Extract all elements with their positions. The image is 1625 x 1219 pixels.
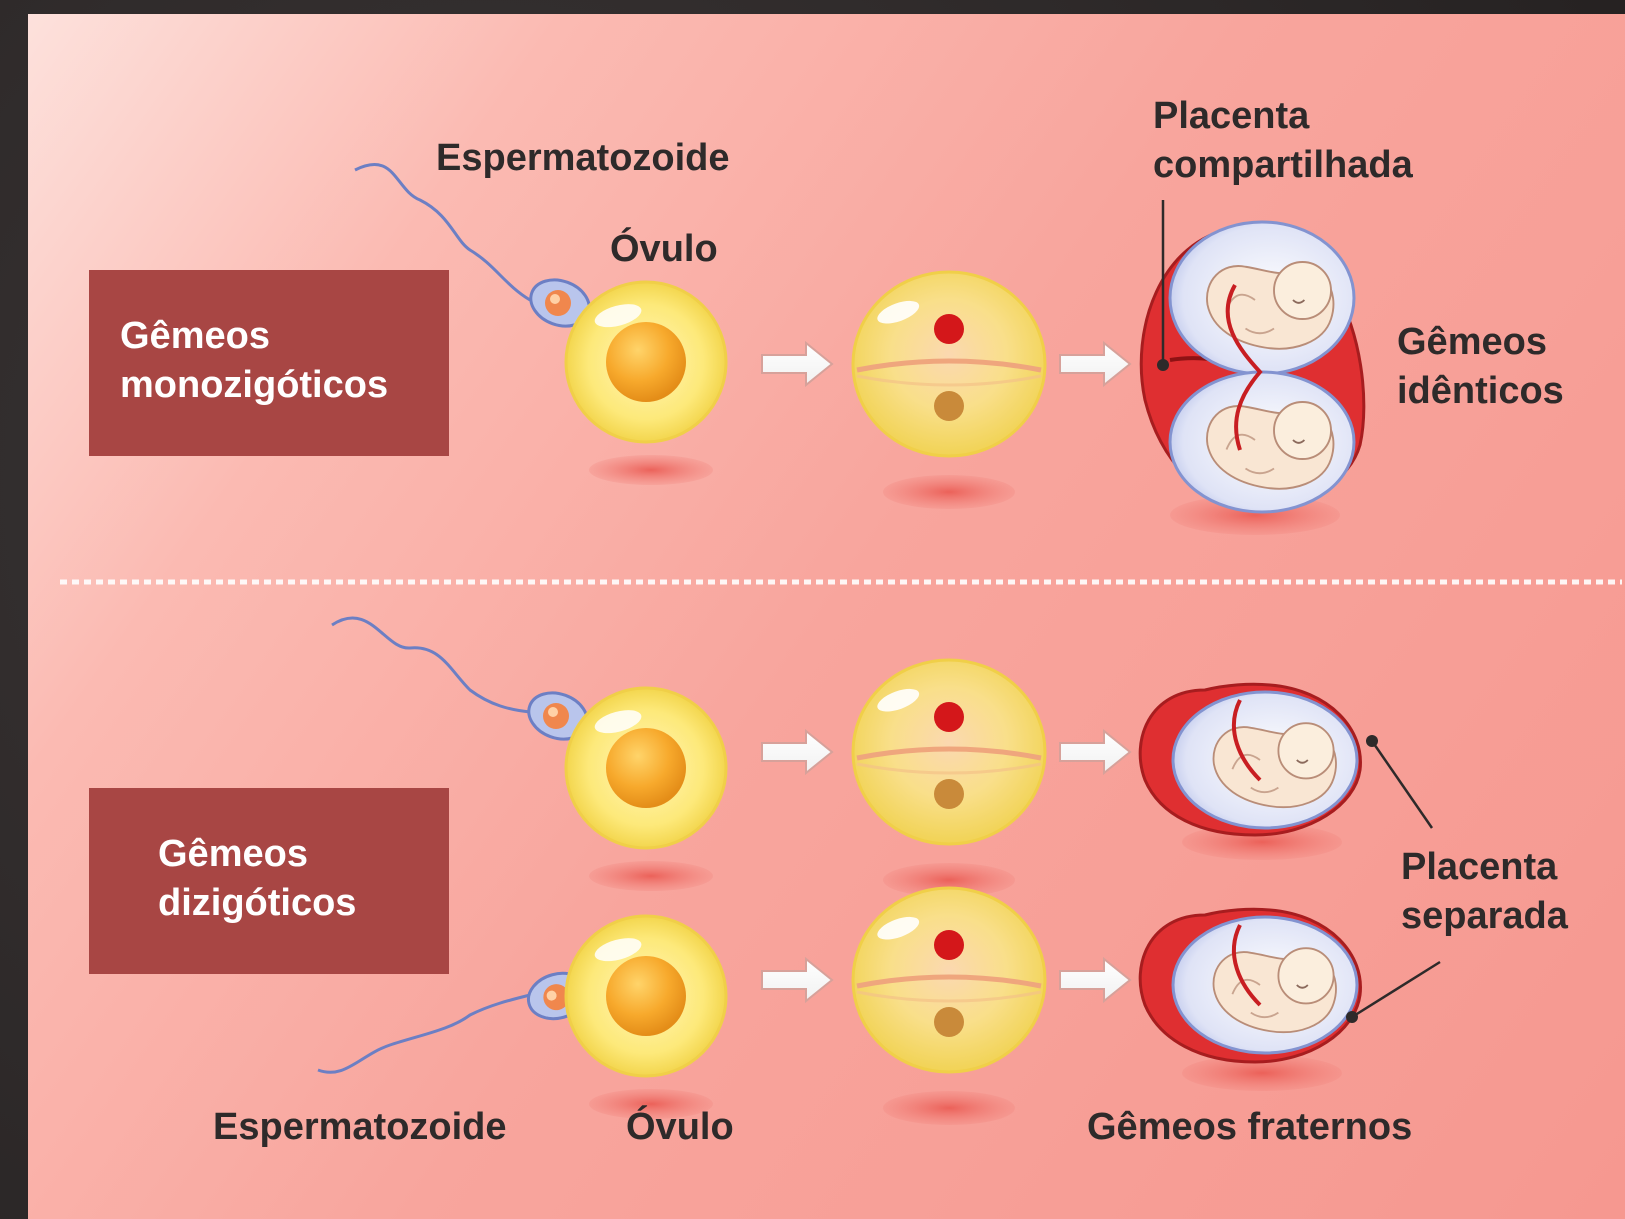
- ovum-label-top: Óvulo: [610, 225, 718, 274]
- zygote-icon: [853, 272, 1045, 509]
- shared-placenta-line1: Placenta: [1153, 92, 1413, 141]
- zygote-icon: [853, 888, 1045, 1125]
- separate-placenta-pointer: [1352, 962, 1440, 1017]
- separate-placenta-line1: Placenta: [1401, 843, 1568, 892]
- sperm-tail-group: [318, 995, 530, 1072]
- placenta-icon: [1141, 222, 1364, 535]
- sperm-tail: [332, 618, 530, 712]
- monozygotic-line1: Gêmeos: [120, 312, 449, 361]
- ovum-label-bottom: Óvulo: [626, 1103, 734, 1152]
- sperm-tail: [318, 995, 530, 1072]
- separate-placenta-line2: separada: [1401, 892, 1568, 941]
- fraternal-twins-label: Gêmeos fraternos: [1087, 1103, 1412, 1152]
- placenta-icon: [1140, 909, 1360, 1091]
- arrow-icon: [1060, 343, 1130, 385]
- identical-line2: idênticos: [1397, 367, 1564, 416]
- arrow-icon: [762, 959, 832, 1001]
- sperm-label-bottom: Espermatozoide: [213, 1103, 507, 1152]
- monozygotic-label-box: Gêmeos monozigóticos: [89, 270, 449, 456]
- shared-placenta-line2: compartilhada: [1153, 141, 1413, 190]
- shared-placenta-label: Placenta compartilhada: [1153, 92, 1413, 190]
- dizygotic-label-box: Gêmeos dizigóticos: [89, 788, 449, 974]
- ovum-icon: [566, 688, 726, 891]
- dizygotic-line1: Gêmeos: [158, 830, 449, 879]
- sperm-label-top: Espermatozoide: [436, 134, 730, 183]
- ovum-icon: [566, 916, 726, 1119]
- ovum-icon: [566, 282, 726, 485]
- arrow-icon: [1060, 959, 1130, 1001]
- arrow-icon: [762, 343, 832, 385]
- separate-placenta-pointer: [1372, 741, 1432, 828]
- arrow-icon: [1060, 731, 1130, 773]
- separate-placenta-label: Placenta separada: [1401, 843, 1568, 941]
- monozygotic-line2: monozigóticos: [120, 361, 449, 410]
- placenta-icon: [1140, 684, 1378, 860]
- arrow-icon: [762, 731, 832, 773]
- identical-line1: Gêmeos: [1397, 318, 1564, 367]
- dizygotic-line2: dizigóticos: [158, 879, 449, 928]
- zygote-icon: [853, 660, 1045, 897]
- identical-twins-label: Gêmeos idênticos: [1397, 318, 1564, 416]
